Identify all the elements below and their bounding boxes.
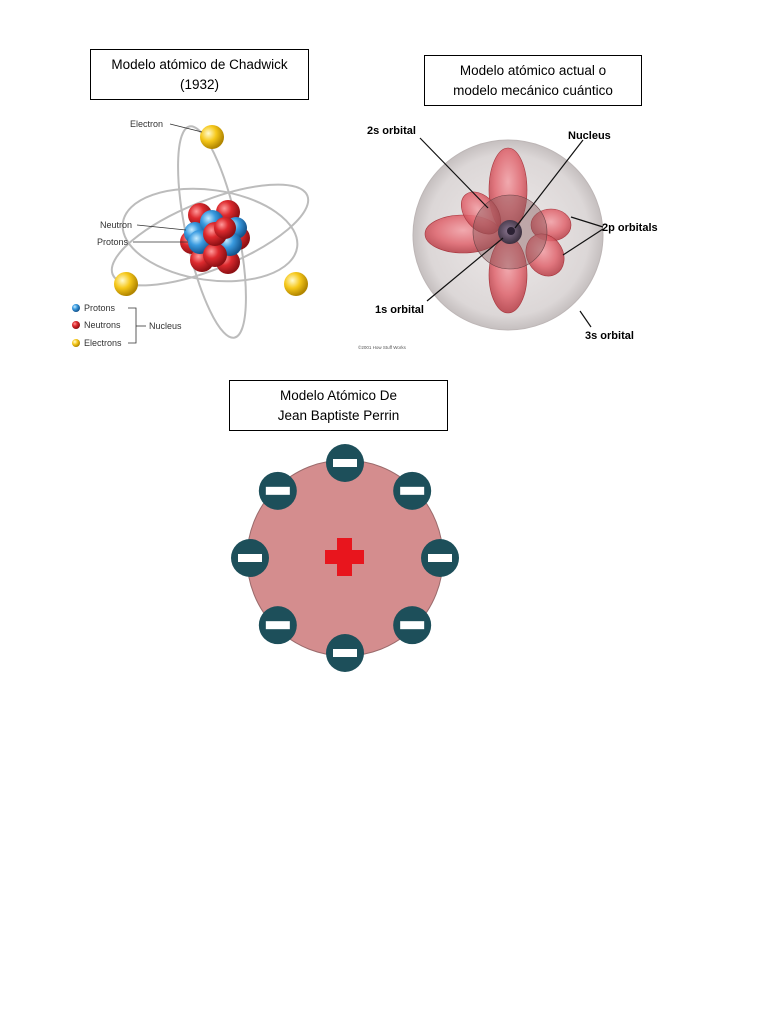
neutron-pointer (136, 224, 187, 231)
legend: Protons Neutrons Electrons Nucleus (72, 303, 182, 348)
nucleus-core (507, 227, 515, 235)
electron-minus-3 (421, 539, 459, 577)
quantum-title-box: Modelo atómico actual o modelo mecánico … (424, 55, 642, 106)
minus-icon (400, 621, 425, 630)
nucleus-label: Nucleus (568, 130, 611, 142)
legend-protons-label: Protons (84, 303, 116, 313)
perrin-title-line2: Jean Baptiste Perrin (277, 407, 400, 423)
2s-orbital-label: 2s orbital (367, 125, 416, 137)
legend-electrons-label: Electrons (84, 338, 122, 348)
electron-pointer (169, 123, 203, 133)
legend-neutrons-label: Neutrons (84, 320, 121, 330)
perrin-title-box: Modelo Atómico De Jean Baptiste Perrin (229, 380, 448, 431)
perrin-title-line1: Modelo Atómico De (279, 387, 398, 403)
minus-icon (333, 459, 357, 467)
minus-icon (265, 486, 290, 495)
minus-icon (400, 486, 425, 495)
minus-icon (428, 554, 452, 562)
1s-orbital-label: 1s orbital (375, 304, 424, 316)
minus-icon (238, 554, 262, 562)
protons-label: Protons (97, 237, 129, 247)
electron-left (114, 272, 138, 296)
minus-icon (333, 649, 357, 657)
3s-orbital-label: 3s orbital (585, 330, 634, 342)
quantum-title-line2: modelo mecánico cuántico (453, 82, 613, 98)
electron-label: Electron (130, 119, 163, 129)
minus-icon (265, 621, 290, 630)
chadwick-title-line2: (1932) (179, 76, 220, 92)
electron-minus-7 (231, 539, 269, 577)
electron-minus-5 (326, 634, 364, 672)
pointer-lines (419, 137, 604, 328)
electron-minus-6 (258, 606, 297, 645)
credit-text: ©2001 How Stuff Works (358, 344, 407, 350)
legend-bracket (128, 307, 137, 344)
legend-protons-swatch (72, 304, 80, 312)
2p-orbitals-label: 2p orbitals (602, 222, 658, 234)
legend-electrons-swatch (72, 339, 80, 347)
electron-minus-8 (258, 471, 297, 510)
neutron-label: Neutron (100, 220, 132, 230)
chadwick-title-box: Modelo atómico de Chadwick (1932) (90, 49, 309, 100)
electron-minus-2 (393, 471, 432, 510)
nucleus (180, 200, 250, 274)
legend-neutrons-swatch (72, 321, 80, 329)
electron-right (284, 272, 308, 296)
electron-minus-4 (393, 606, 432, 645)
chadwick-atom-diagram: Electron Neutron Protons Protons Neutron… (72, 119, 310, 348)
legend-nucleus-label: Nucleus (149, 321, 182, 331)
plus-icon (325, 538, 364, 576)
2p-orbital-lobes (424, 147, 572, 314)
chadwick-title-line1: Modelo atómico de Chadwick (111, 56, 288, 72)
orbit-horizontal (121, 187, 299, 283)
quantum-title-line1: Modelo atómico actual o (459, 62, 607, 78)
quantum-orbital-diagram: 2s orbital Nucleus 2p orbitals 1s orbita… (358, 125, 658, 350)
electrons (231, 444, 459, 672)
electron-minus-1 (326, 444, 364, 482)
perrin-atom-diagram (231, 444, 459, 672)
electron-top (200, 125, 224, 149)
